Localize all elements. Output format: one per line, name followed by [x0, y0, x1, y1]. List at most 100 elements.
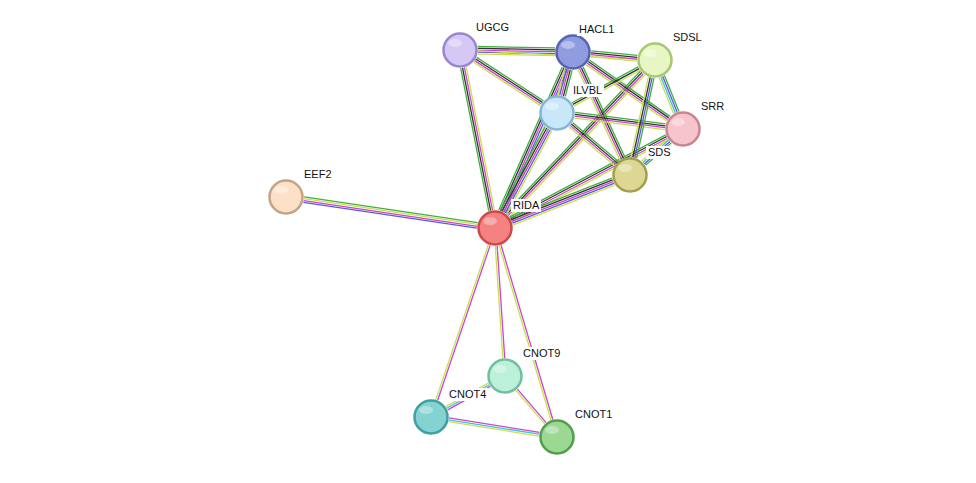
evidence-line: [478, 47, 555, 48]
interaction-edge: [448, 418, 539, 436]
evidence-line: [461, 68, 489, 211]
node-highlight: [618, 164, 632, 172]
protein-node: RIDA: [477, 210, 513, 246]
evidence-line: [500, 127, 545, 210]
evidence-line: [446, 383, 489, 407]
node-disc: [489, 360, 522, 393]
evidence-line: [558, 68, 565, 94]
evidence-line: [517, 389, 546, 423]
interaction-edge: [572, 67, 640, 106]
protein-node: CNOT1: [539, 419, 575, 455]
evidence-line: [466, 67, 494, 210]
evidence-line: [572, 67, 638, 103]
evidence-line: [569, 127, 615, 166]
node-label: UGCG: [474, 21, 511, 34]
evidence-line: [476, 59, 543, 102]
evidence-line: [474, 62, 541, 105]
node-label: SRR: [699, 100, 726, 113]
evidence-line: [304, 201, 477, 227]
evidence-line: [510, 178, 611, 218]
interaction-edge: [516, 389, 546, 424]
evidence-line: [448, 422, 538, 436]
interaction-edge: [659, 76, 679, 114]
node-highlight: [274, 186, 288, 194]
evidence-line: [571, 124, 617, 163]
evidence-line: [510, 135, 666, 217]
node-circle: [665, 111, 701, 147]
node-circle: [555, 34, 591, 70]
interaction-edge: [436, 245, 490, 401]
interaction-edge: [510, 178, 614, 225]
node-disc: [479, 212, 512, 245]
evidence-line: [436, 245, 488, 400]
node-disc: [444, 34, 477, 67]
protein-node: HACL1: [555, 34, 591, 70]
evidence-line: [505, 71, 640, 213]
node-circle: [268, 179, 304, 215]
evidence-line: [449, 418, 539, 432]
node-label: HACL1: [577, 23, 616, 36]
interaction-edge: [591, 51, 638, 61]
protein-node: CNOT4: [413, 399, 449, 435]
node-highlight: [561, 41, 575, 49]
evidence-line: [497, 246, 505, 358]
node-circle: [612, 157, 648, 193]
evidence-line: [581, 68, 623, 158]
evidence-line: [659, 78, 673, 114]
evidence-line: [475, 61, 542, 104]
evidence-line: [449, 420, 539, 434]
interaction-edge: [446, 383, 490, 410]
node-disc: [639, 44, 672, 77]
evidence-line: [478, 48, 555, 49]
evidence-line: [631, 77, 648, 157]
interaction-edge: [499, 245, 553, 420]
evidence-line: [495, 246, 503, 358]
node-circle: [637, 42, 673, 78]
evidence-line: [516, 390, 545, 424]
node-label: CNOT4: [447, 388, 488, 401]
evidence-line: [477, 57, 544, 100]
evidence-line: [591, 57, 637, 62]
node-highlight: [419, 406, 433, 414]
evidence-line: [573, 122, 619, 161]
evidence-line: [511, 138, 667, 220]
node-disc: [667, 113, 700, 146]
interaction-edge: [569, 122, 618, 165]
evidence-line: [448, 386, 491, 410]
protein-node: ILVBL: [539, 95, 575, 131]
interaction-edge: [303, 197, 477, 228]
evidence-line: [304, 197, 477, 223]
evidence-line: [303, 202, 476, 228]
node-highlight: [483, 217, 497, 225]
node-disc: [415, 401, 448, 434]
node-label: SDSL: [671, 31, 704, 44]
protein-node: CNOT9: [487, 358, 523, 394]
evidence-line: [574, 118, 664, 129]
node-circle: [539, 419, 575, 455]
evidence-line: [499, 246, 551, 420]
node-highlight: [545, 426, 559, 434]
evidence-line: [663, 76, 677, 112]
evidence-line: [664, 76, 678, 112]
node-highlight: [493, 365, 507, 373]
evidence-line: [510, 137, 666, 219]
node-disc: [614, 159, 647, 192]
interaction-edge: [474, 57, 544, 105]
protein-node: EEF2: [268, 179, 304, 215]
interaction-edge: [510, 135, 669, 222]
protein-node: UGCG: [442, 32, 478, 68]
protein-node: SDS: [612, 157, 648, 193]
evidence-line: [502, 128, 547, 211]
node-label: ILVBL: [571, 84, 604, 97]
node-circle: [477, 210, 513, 246]
node-disc: [541, 97, 574, 130]
evidence-line: [464, 67, 492, 210]
protein-node: SDSL: [637, 42, 673, 78]
evidence-line: [512, 182, 613, 222]
evidence-line: [575, 116, 665, 127]
interaction-edge: [461, 67, 495, 211]
evidence-line: [447, 385, 490, 409]
node-disc: [557, 36, 590, 69]
